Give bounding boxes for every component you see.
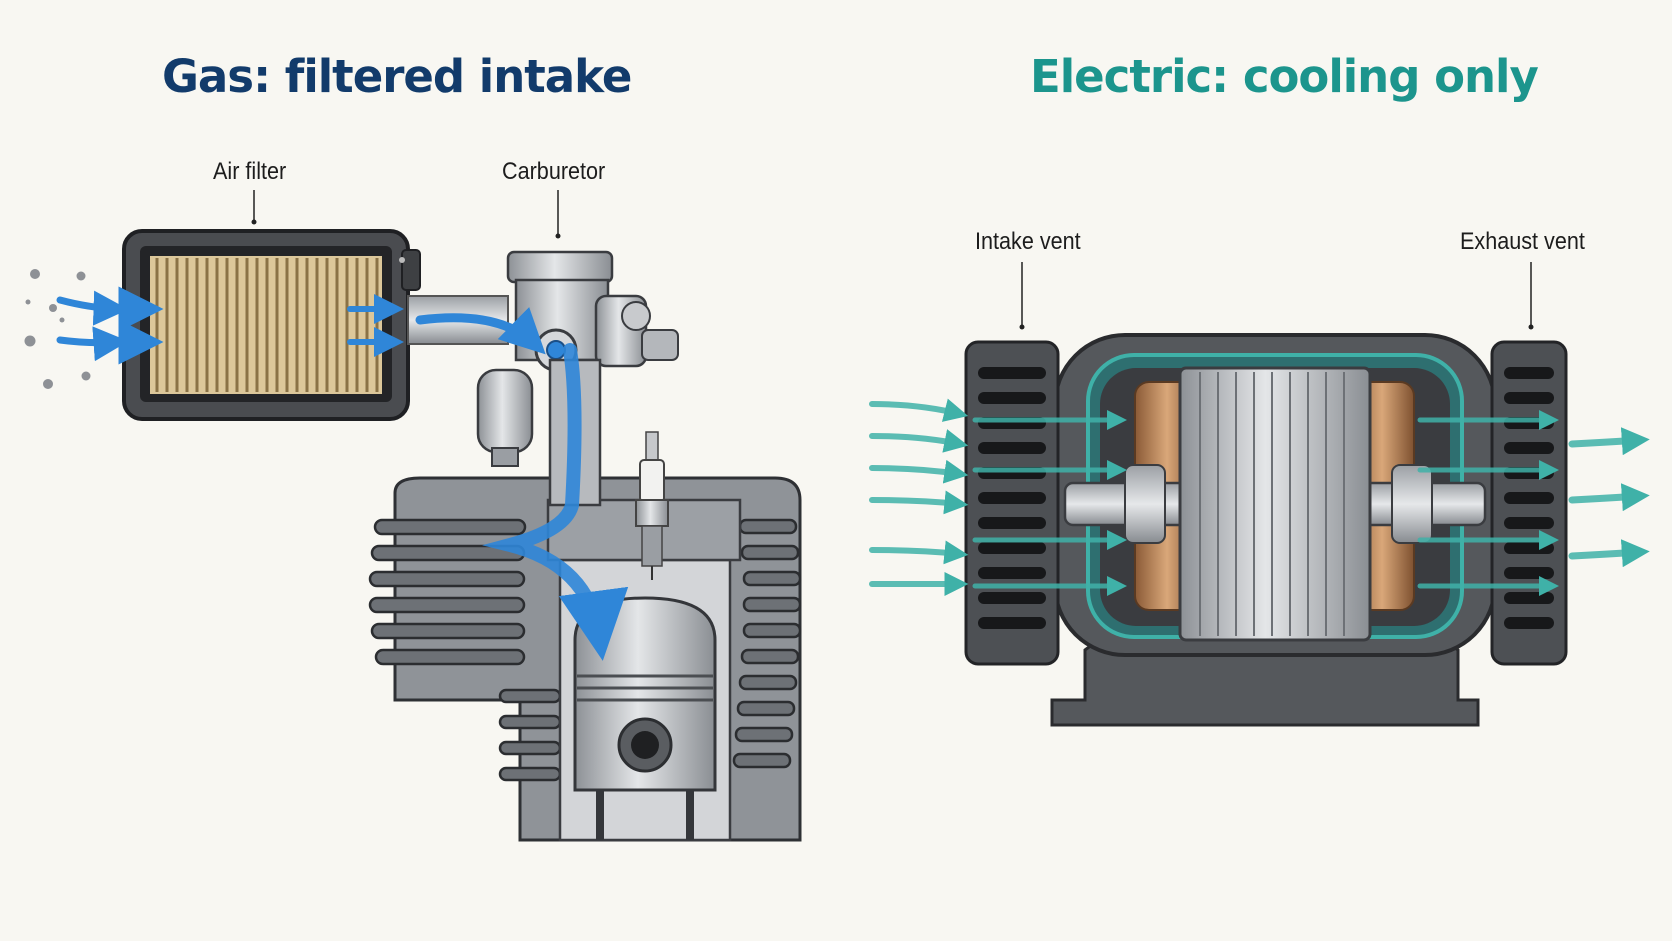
gas-panel-title: Gas: filtered intake (162, 50, 632, 103)
exhaust-vent (1490, 340, 1568, 666)
air-filter-label: Air filter (213, 158, 287, 185)
spark-plug (635, 431, 669, 580)
intake-vent-label: Intake vent (975, 228, 1081, 255)
exhaust-vent-label: Exhaust vent (1460, 228, 1585, 255)
electric-panel-title: Electric: cooling only (1030, 50, 1539, 103)
air-filter (122, 229, 421, 421)
electric-motor-illustration (869, 262, 1650, 727)
carburetor-label: Carburetor (502, 158, 606, 185)
rotor (1178, 366, 1372, 642)
intake-airflow (56, 286, 629, 661)
cooling-airflow (869, 398, 1650, 596)
intake-vent (964, 340, 1060, 666)
gas-engine-illustration (24, 190, 802, 842)
dust-particles (24, 269, 91, 389)
